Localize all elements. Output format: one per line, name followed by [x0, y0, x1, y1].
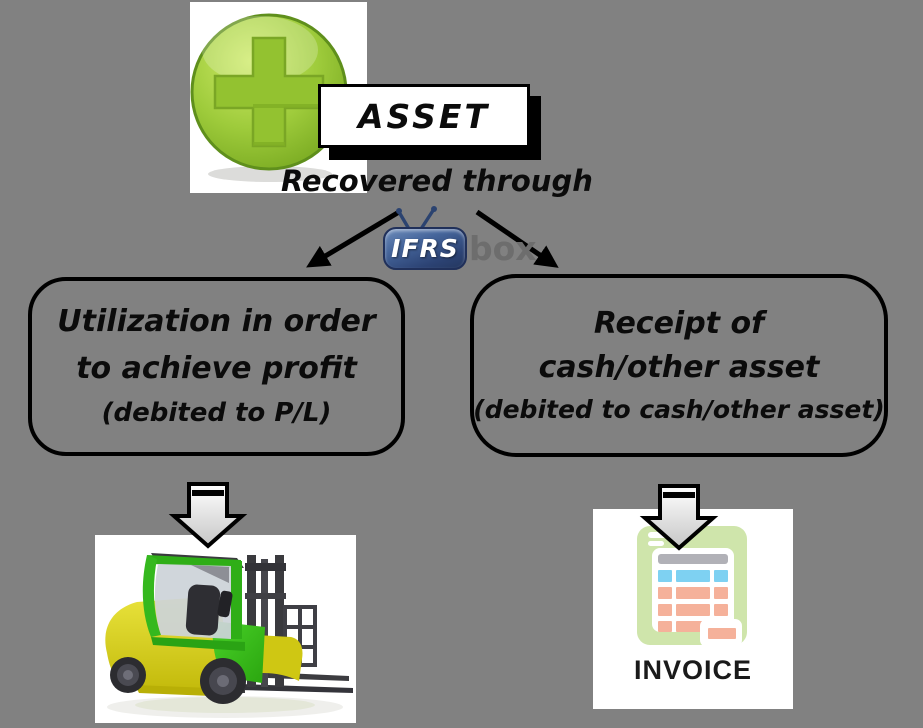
asset-label: ASSET: [358, 96, 490, 136]
utilization-line1: Utilization in order: [57, 303, 376, 339]
forklift-image: [105, 553, 353, 718]
ifrs-logo-box-text: box: [469, 229, 537, 268]
green-plus-circle-icon: [190, 13, 348, 182]
invoice-document-icon: [637, 526, 747, 647]
receipt-line1: Receipt of: [593, 306, 765, 342]
recovered-through-label: Recovered through: [281, 164, 593, 198]
utilization-box: Utilization in order to achieve profit (…: [28, 277, 405, 456]
utilization-line2: to achieve profit: [76, 350, 357, 386]
invoice-label: INVOICE: [633, 655, 753, 685]
ifrs-tv-logo: IFRS: [383, 227, 467, 270]
receipt-note: (debited to cash/other asset): [473, 394, 885, 424]
receipt-line2: cash/other asset: [538, 350, 820, 385]
asset-label-box: ASSET: [318, 84, 530, 148]
utilization-note: (debited to P/L): [101, 398, 332, 429]
receipt-box: Receipt of cash/other asset (debited to …: [470, 274, 888, 457]
ifrs-logo-text: IFRS: [391, 234, 459, 263]
forklift-image-panel: [95, 535, 356, 723]
